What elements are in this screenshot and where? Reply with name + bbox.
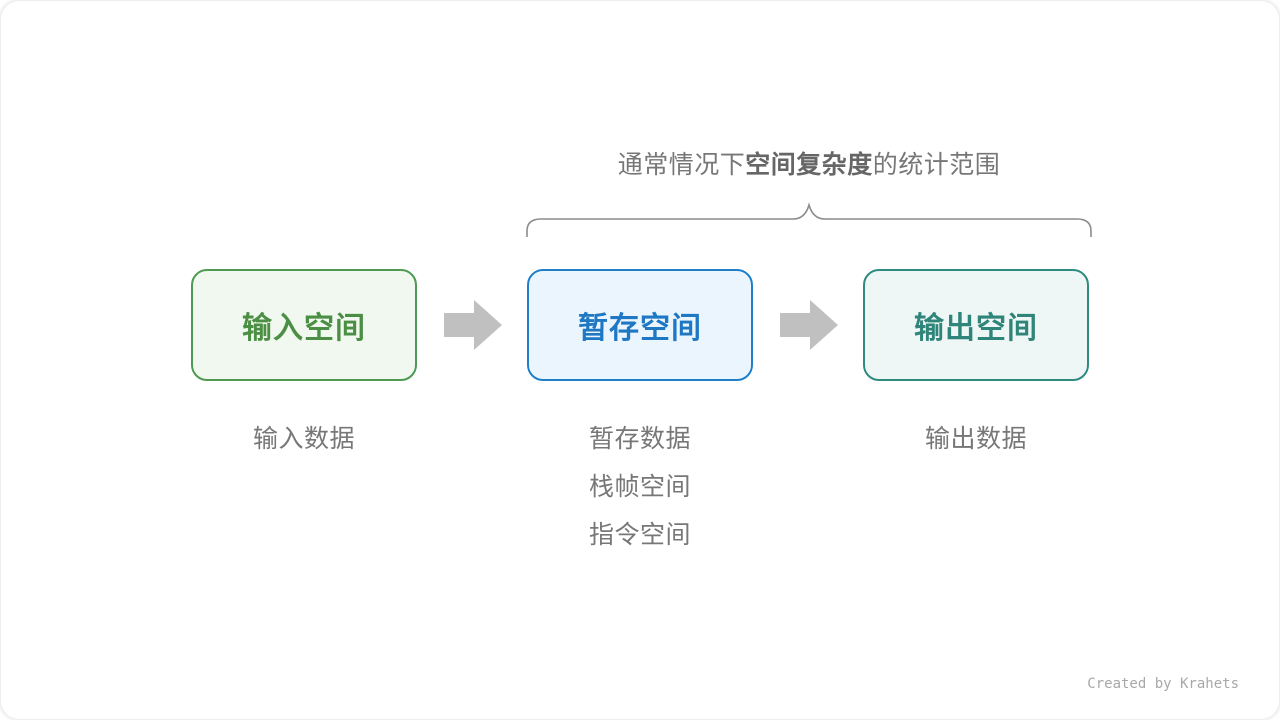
input-space-caption: 输入数据 <box>191 415 417 463</box>
output-space-box: 输出空间 <box>863 269 1089 381</box>
temp-space-caption: 暂存数据 栈帧空间 指令空间 <box>527 415 753 559</box>
caption-item: 暂存数据 <box>588 424 691 453</box>
scope-brace <box>526 202 1092 237</box>
scope-title-prefix: 通常情况下 <box>617 150 746 179</box>
scope-title: 通常情况下空间复杂度的统计范围 <box>527 145 1091 181</box>
credit-text: Created by Krahets <box>1087 676 1239 692</box>
output-space-caption: 输出数据 <box>863 415 1089 463</box>
output-space-label: 输出空间 <box>914 311 1038 346</box>
input-space-box: 输入空间 <box>191 269 417 381</box>
input-space-label: 输入空间 <box>242 311 366 346</box>
caption-item: 栈帧空间 <box>588 472 691 501</box>
temp-space-label: 暂存空间 <box>578 311 702 346</box>
arrow-right-icon <box>780 300 838 350</box>
caption-item: 输入数据 <box>252 424 355 453</box>
caption-item: 指令空间 <box>588 520 691 549</box>
arrow-right-icon <box>444 300 502 350</box>
scope-title-emphasis: 空间复杂度 <box>745 150 873 179</box>
scope-title-suffix: 的统计范围 <box>872 150 1001 179</box>
caption-item: 输出数据 <box>924 424 1027 453</box>
temp-space-box: 暂存空间 <box>527 269 753 381</box>
